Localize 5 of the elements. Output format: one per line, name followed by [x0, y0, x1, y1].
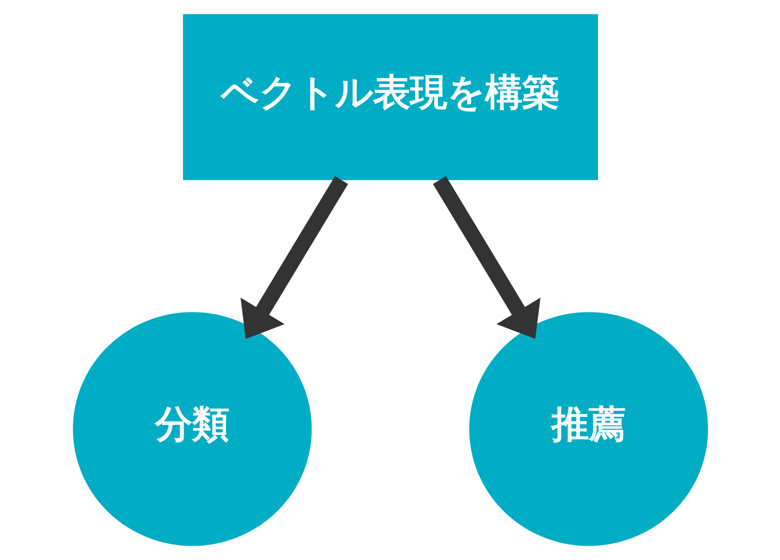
node-box: ベクトル表現を構築 — [182, 14, 598, 180]
node-circle: 推薦 — [468, 312, 708, 546]
arrow — [432, 176, 540, 339]
arrow — [240, 176, 348, 339]
node-circle: 分類 — [72, 312, 312, 546]
